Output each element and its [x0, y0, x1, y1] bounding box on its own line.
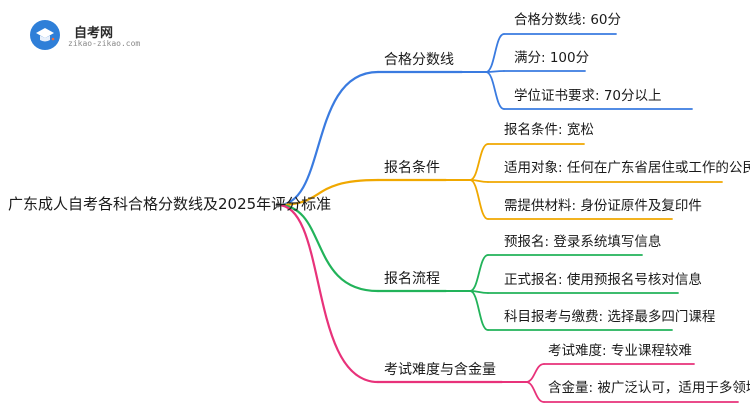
root-topic: 广东成人自考各科合格分数线及2025年评分标准 [8, 195, 332, 213]
leaf-conditions: 报名条件: 宽松 [504, 122, 594, 138]
leaf-degree-requirement: 学位证书要求: 70分以上 [514, 88, 662, 104]
leaf-connector [469, 179, 489, 220]
leaf-connector [525, 381, 545, 403]
logo-title: 自考网 [74, 26, 114, 41]
leaf-target-people: 适用对象: 任何在广东省居住或工作的公民 [504, 160, 750, 176]
leaf-connector [469, 254, 489, 292]
branch-difficulty-value: 考试难度与含金量 [384, 362, 496, 378]
leaf-connector [469, 290, 489, 331]
leaf-connector [525, 363, 545, 383]
leaf-value-recognition: 含金量: 被广泛认可，适用于多领域 [548, 380, 750, 396]
branch-registration-process: 报名流程 [384, 271, 440, 287]
branch-connector [276, 178, 380, 207]
leaf-connector [485, 70, 505, 73]
leaf-connector [485, 33, 505, 73]
leaf-passing-score: 合格分数线: 60分 [514, 12, 622, 28]
leaf-full-score: 满分: 100分 [514, 50, 590, 66]
leaf-formal-registration: 正式报名: 使用预报名号核对信息 [504, 272, 702, 288]
root-node-dot [275, 202, 281, 208]
graduation-cap-icon [30, 20, 60, 50]
branch-connector [276, 203, 380, 293]
branch-connector [276, 70, 380, 207]
leaf-connector [469, 143, 489, 181]
branch-registration-conditions: 报名条件 [384, 160, 440, 176]
leaf-exam-difficulty: 考试难度: 专业课程较难 [548, 343, 692, 359]
leaf-required-documents: 需提供材料: 身份证原件及复印件 [504, 198, 702, 214]
branch-passing-score: 合格分数线 [384, 52, 454, 68]
leaf-connector [485, 71, 505, 110]
branch-connector [276, 203, 380, 384]
site-logo[interactable]: 自考网 zikao-zikao.com [30, 18, 150, 52]
leaf-pre-registration: 预报名: 登录系统填写信息 [504, 234, 662, 250]
leaf-subject-payment: 科目报考与缴费: 选择最多四门课程 [504, 309, 716, 325]
logo-url: zikao-zikao.com [68, 39, 141, 48]
